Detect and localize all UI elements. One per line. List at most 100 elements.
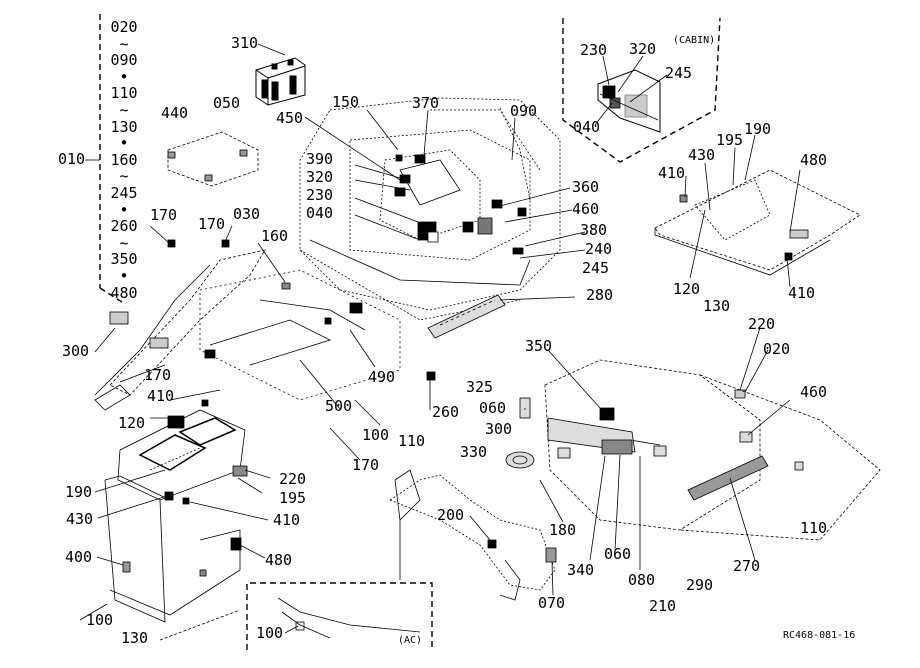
callout: 260	[432, 403, 460, 421]
callout: 160	[261, 227, 289, 245]
callout: 050	[213, 94, 241, 112]
callout: 325	[466, 378, 494, 396]
callout: 240	[585, 240, 613, 258]
callout: 230	[580, 41, 608, 59]
callout: 170	[352, 456, 380, 474]
callout: 320	[629, 40, 657, 58]
callout: 320	[306, 168, 334, 186]
callout: 290	[686, 576, 714, 594]
callout: 400	[65, 548, 93, 566]
callout: 450	[276, 109, 304, 127]
machine-body-solid	[309, 154, 531, 286]
callout: 110	[398, 432, 426, 450]
range-item: 350	[110, 250, 138, 269]
cabin-inset-title: (CABIN)	[673, 35, 716, 46]
callout: 410	[273, 511, 301, 529]
callout: 245	[582, 259, 610, 277]
range-item: 090	[110, 51, 138, 70]
callout: 030	[233, 205, 261, 223]
range-item: 160	[110, 150, 138, 169]
callout: 180	[549, 521, 577, 539]
callout: 390	[306, 150, 334, 168]
cabin-inset-part	[597, 69, 661, 133]
main-frame	[199, 269, 436, 401]
callout: 340	[567, 561, 595, 579]
callout: 170	[144, 366, 172, 384]
callout: 090	[510, 102, 538, 120]
ac-inset-part	[277, 597, 421, 639]
callout: 195	[716, 131, 744, 149]
callout: 360	[572, 178, 600, 196]
ac-inset-title: (AC)	[398, 635, 423, 646]
callout: 010	[58, 150, 86, 168]
callout: 350	[525, 337, 553, 355]
range-item: •	[119, 266, 129, 285]
side-panel-lower-left	[104, 475, 242, 641]
counterweight	[519, 359, 881, 541]
callout: 100	[86, 611, 114, 629]
callout: 280	[586, 286, 614, 304]
ac-inset-frame	[246, 582, 433, 650]
range-item: ~	[119, 100, 129, 119]
callout: 270	[733, 557, 761, 575]
fender-assembly	[117, 399, 248, 505]
callout: 480	[800, 151, 828, 169]
callout: 040	[306, 204, 334, 222]
range-item: •	[119, 134, 129, 153]
callout: 170	[150, 206, 178, 224]
callout: 410	[658, 164, 686, 182]
range-item: ~	[119, 167, 129, 186]
callout: 120	[118, 414, 146, 432]
callout: 080	[628, 571, 656, 589]
range-item: 130	[110, 117, 138, 136]
round-cap-330	[505, 451, 535, 469]
callout: 195	[279, 489, 307, 507]
callout: 500	[325, 397, 353, 415]
figure-code: RC468-081-16	[783, 630, 856, 641]
range-item: ~	[119, 34, 129, 53]
callout: 300	[62, 342, 90, 360]
callout: 310	[231, 34, 259, 52]
callout: 100	[256, 624, 284, 642]
loader-arm	[389, 469, 557, 601]
callout: 150	[332, 93, 360, 111]
roof-panel-right	[654, 169, 861, 276]
callout: 430	[66, 510, 94, 528]
callout: 190	[744, 120, 772, 138]
callout: 200	[437, 506, 465, 524]
cabin-inset-frame	[562, 17, 721, 163]
left-boom-arm	[94, 239, 266, 411]
callout: 190	[65, 483, 93, 501]
callout: 210	[649, 597, 677, 615]
callout: 040	[573, 118, 601, 136]
callout: 370	[412, 94, 440, 112]
callout: 460	[800, 383, 828, 401]
callout: 430	[688, 146, 716, 164]
callout: 130	[703, 297, 731, 315]
callout: 070	[538, 594, 566, 612]
callout: 220	[748, 315, 776, 333]
callout: 245	[665, 64, 693, 82]
range-item: 020	[110, 18, 138, 36]
range-item: 245	[110, 183, 138, 202]
range-item: •	[119, 200, 129, 219]
callout: 110	[800, 519, 828, 537]
battery	[255, 57, 306, 106]
range-item: 260	[110, 217, 138, 236]
callout: 100	[362, 426, 390, 444]
callout: 120	[673, 280, 701, 298]
leader-lines	[79, 43, 801, 634]
callout: 440	[161, 104, 189, 122]
callout: 380	[580, 221, 608, 239]
callout: 020	[763, 340, 791, 358]
part-number-range-list: 020 ~ 090 • 110 ~ 130 • 160 ~ 245 • 260 …	[106, 20, 142, 302]
callout: 060	[604, 545, 632, 563]
callout: 060	[479, 399, 507, 417]
range-item: 480	[110, 283, 138, 302]
range-item: ~	[119, 233, 129, 252]
long-decal-270	[687, 455, 769, 501]
callout: 230	[306, 186, 334, 204]
range-item: •	[119, 67, 129, 86]
